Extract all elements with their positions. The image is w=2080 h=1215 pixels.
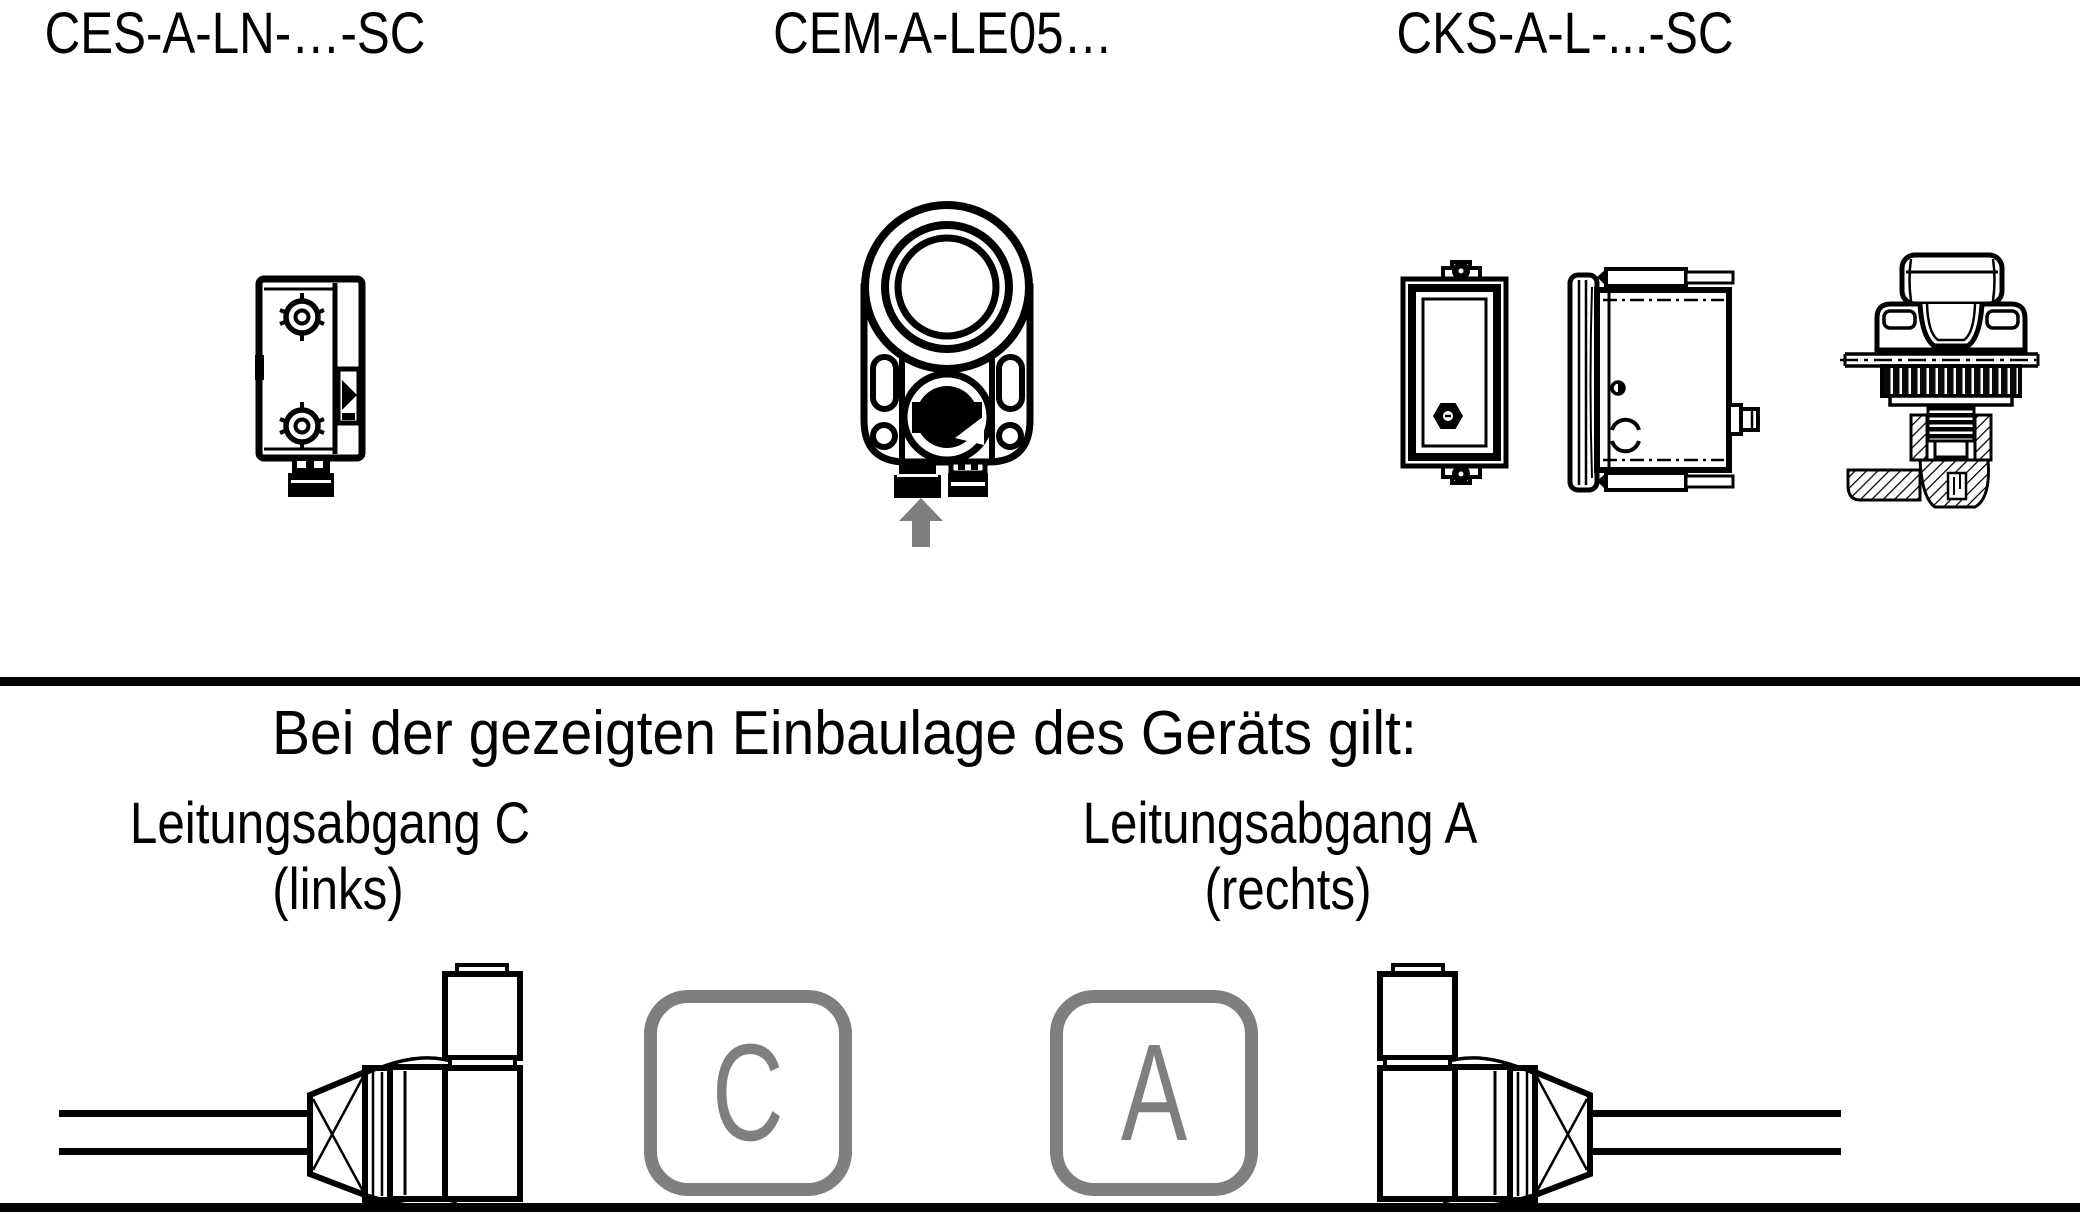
connector-right-drawing [1377, 963, 1841, 1205]
cks-device-drawings [1400, 252, 2042, 509]
cem-device-drawing [860, 201, 1034, 547]
outlet-c-badge: C [644, 990, 852, 1196]
outlet-left-orientation: (links) [272, 857, 404, 922]
section-divider [0, 677, 2080, 686]
outlet-right-orientation: (rechts) [1204, 857, 1372, 922]
outlet-right-title: Leitungsabgang A [1082, 791, 1478, 856]
product-label-cks: CKS-A-L-...-SC [1396, 1, 1734, 66]
cks-key-adapter-section-view [1840, 252, 2042, 509]
connector-left-drawing [59, 963, 523, 1205]
cks-front-frame-view [1400, 260, 1509, 485]
ces-device-drawing [255, 275, 366, 497]
bottom-border [0, 1203, 2080, 1212]
outlet-a-badge-letter: A [1120, 1016, 1188, 1170]
note-heading: Bei der gezeigten Einbaulage des Geräts … [272, 699, 1417, 768]
cks-side-view [1567, 267, 1760, 493]
product-label-cem: CEM-A-LE05… [773, 1, 1113, 66]
outlet-a-badge: A [1050, 990, 1258, 1196]
product-label-ces: CES-A-LN-…-SC [44, 1, 426, 66]
outlet-c-badge-letter: C [712, 1016, 784, 1170]
up-arrow-icon [899, 498, 943, 547]
outlet-left-title: Leitungsabgang C [129, 791, 531, 856]
